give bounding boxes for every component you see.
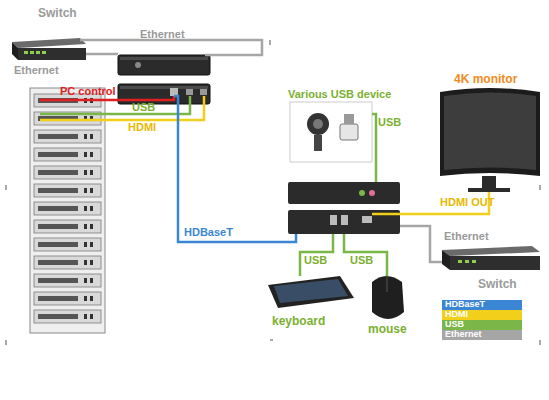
device-node: keyboard [266, 268, 356, 332]
legend-text: USB [445, 319, 464, 330]
cable [40, 40, 296, 242]
device-label: Switch [38, 6, 77, 20]
network-switch [12, 38, 86, 60]
cable-label: Ethernet [14, 64, 59, 76]
device-label: 4K monitor [454, 72, 517, 86]
device-node: 4K monitor [436, 72, 544, 196]
monitor [440, 88, 540, 192]
receiver-unit [288, 182, 400, 234]
legend-entry: HDMI [442, 310, 522, 320]
network-switch [442, 246, 540, 270]
mouse [372, 276, 404, 319]
device-node: Switch [8, 6, 90, 66]
corner-mark [6, 40, 540, 345]
cable-label: USB [350, 254, 373, 266]
cable-label: Ethernet [140, 28, 185, 40]
cable-label: PC control [60, 85, 116, 97]
cable [300, 114, 489, 276]
device-node: mouse [358, 268, 416, 338]
cable-label: HDMI OUT [440, 196, 494, 208]
cable-label: USB [378, 116, 401, 128]
device-label: Various USB device [288, 88, 391, 100]
cable-label: USB [304, 254, 327, 266]
legend-entry: HDBaseT [442, 300, 522, 310]
legend-text: HDBaseT [445, 299, 485, 310]
legend-text: Ethernet [445, 329, 482, 340]
device-node: Switch [436, 244, 544, 300]
device-label: Switch [478, 277, 517, 291]
legend-entry: USB [442, 320, 522, 330]
device-label: keyboard [272, 314, 325, 328]
cable-label: HDMI [128, 121, 156, 133]
device-label: mouse [368, 322, 407, 336]
legend-entry: Ethernet [442, 330, 522, 340]
cable-label: HDBaseT [184, 226, 233, 238]
cable-label: Ethernet [444, 230, 489, 242]
transmitter-unit [118, 55, 210, 104]
usb-device [290, 102, 372, 162]
keyboard [268, 276, 354, 308]
cable-label: USB [132, 101, 155, 113]
device-node: Various USB device [284, 88, 388, 164]
legend-text: HDMI [445, 309, 468, 320]
server-rack [30, 88, 105, 333]
